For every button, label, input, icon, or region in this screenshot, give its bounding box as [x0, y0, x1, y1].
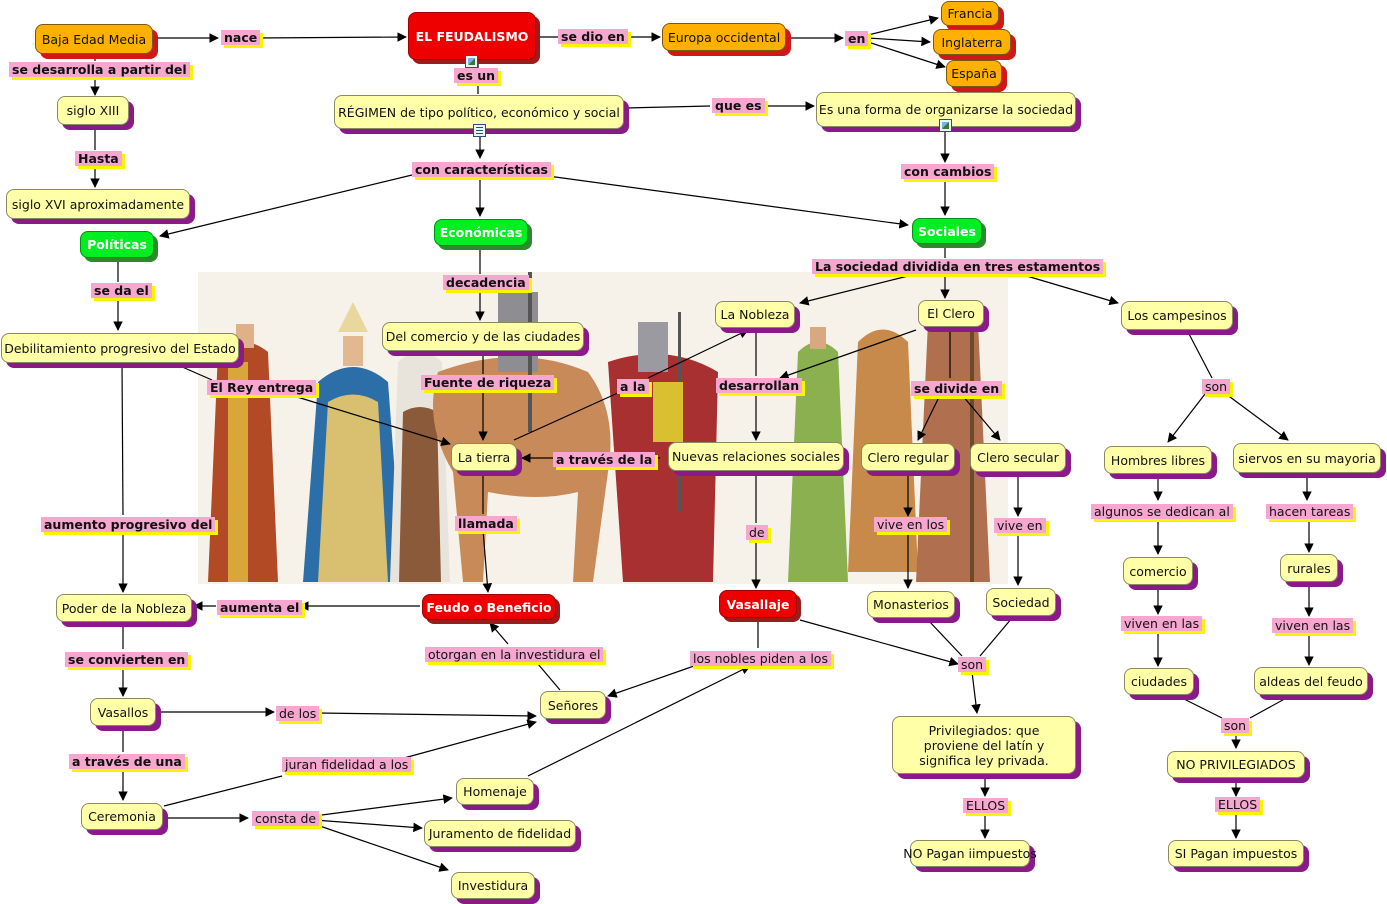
- link-label-llamada: llamada: [455, 516, 517, 531]
- concept-el-feudalismo[interactable]: EL FEUDALISMO: [408, 12, 536, 60]
- concept-los-campesinos[interactable]: Los campesinos: [1121, 301, 1233, 330]
- concept-clero-regular[interactable]: Clero regular: [861, 443, 955, 471]
- link-label-son-no-privilegiados: son: [1221, 718, 1249, 733]
- concept-espana[interactable]: España: [946, 60, 1002, 87]
- link-label-de-los: de los: [276, 706, 319, 721]
- link-label-se-desarrolla: se desarrolla a partir del: [9, 62, 190, 77]
- concept-vasallaje[interactable]: Vasallaje: [719, 590, 797, 618]
- link-label-se-convierten-en: se convierten en: [65, 652, 188, 667]
- link-label-algunos-se-dedican: algunos se dedican al: [1091, 504, 1233, 519]
- concept-politicas[interactable]: Políticas: [80, 231, 154, 258]
- link-label-se-dio-en: se dio en: [558, 29, 628, 44]
- link-label-sociedad-dividida: La sociedad dividida en tres estamentos: [812, 259, 1103, 274]
- concept-sociedad[interactable]: Sociedad: [986, 588, 1056, 616]
- link-label-con-cambios: con cambios: [901, 164, 994, 179]
- concept-aldeas-feudo[interactable]: aldeas del feudo: [1254, 667, 1368, 695]
- link-label-nace: nace: [221, 30, 260, 45]
- concept-debilitamiento[interactable]: Debilitamiento progresivo del Estado: [1, 333, 239, 363]
- concept-ceremonia[interactable]: Ceremonia: [81, 803, 163, 830]
- link-label-fuente-riqueza: Fuente de riqueza: [421, 375, 554, 390]
- link-label-a-la: a la: [617, 379, 649, 394]
- concept-baja-edad-media[interactable]: Baja Edad Media: [35, 24, 153, 54]
- link-label-viven-en-las-aldeas: viven en las: [1272, 618, 1353, 633]
- image-resource-icon[interactable]: [939, 119, 952, 132]
- link-label-de: de: [746, 525, 768, 540]
- concept-monasterios[interactable]: Monasterios: [867, 591, 955, 618]
- link-label-a-traves-de-la: a través de la: [553, 452, 655, 467]
- concept-poder-nobleza[interactable]: Poder de la Nobleza: [56, 594, 192, 622]
- link-label-con-caracteristicas: con características: [412, 162, 551, 177]
- link-label-en: en: [845, 31, 868, 46]
- link-label-se-divide-en: se divide en: [911, 381, 1002, 396]
- link-label-viven-en-las-ciudades: viven en las: [1121, 616, 1202, 631]
- link-label-desarrollan: desarrollan: [716, 378, 802, 393]
- concept-rurales[interactable]: rurales: [1280, 554, 1338, 582]
- link-label-hacen-tareas: hacen tareas: [1266, 504, 1353, 519]
- concept-hombres-libres[interactable]: Hombres libres: [1104, 446, 1212, 474]
- document-resource-icon[interactable]: [473, 124, 486, 137]
- link-label-aumento-progresivo: aumento progresivo del: [41, 517, 215, 532]
- concept-siervos[interactable]: siervos en su mayoria: [1233, 443, 1381, 473]
- concept-europa-occidental[interactable]: Europa occidental: [662, 23, 786, 51]
- link-label-el-rey-entrega: El Rey entrega: [207, 380, 316, 395]
- concept-vasallos[interactable]: Vasallos: [90, 698, 156, 726]
- concept-no-privilegiados[interactable]: NO PRIVILEGIADOS: [1167, 751, 1305, 778]
- concept-la-nobleza[interactable]: La Nobleza: [715, 301, 795, 328]
- concept-senores[interactable]: Señores: [540, 691, 606, 719]
- link-label-es-un: es un: [454, 68, 498, 83]
- link-label-a-traves-de-una: a través de una: [69, 754, 185, 769]
- link-label-decadencia: decadencia: [443, 275, 529, 290]
- concept-ciudades[interactable]: ciudades: [1124, 668, 1194, 695]
- link-label-se-da-el: se da el: [91, 283, 152, 298]
- link-label-nobles-piden: los nobles piden a los: [690, 651, 831, 666]
- concept-juramento-fidelidad[interactable]: Juramento de fidelidad: [424, 820, 576, 847]
- link-label-otorgan-investidura: otorgan en la investidura el: [425, 647, 603, 662]
- concept-la-tierra[interactable]: La tierra: [451, 443, 517, 471]
- link-label-son-campesinos: son: [1202, 379, 1230, 394]
- concept-siglo-xvi[interactable]: siglo XVI aproximadamente: [6, 189, 190, 219]
- concept-nuevas-relaciones[interactable]: Nuevas relaciones sociales: [668, 442, 844, 471]
- link-label-consta-de: consta de: [252, 811, 319, 826]
- link-label-aumenta-el: aumenta el: [217, 600, 302, 615]
- link-label-hasta: Hasta: [75, 151, 122, 166]
- link-label-vive-en-los: vive en los: [874, 517, 947, 532]
- concept-no-pagan-impuestos[interactable]: NO Pagan iimpuestos: [910, 840, 1030, 867]
- concept-homenaje[interactable]: Homenaje: [456, 778, 534, 805]
- concept-investidura[interactable]: Investidura: [451, 872, 535, 899]
- link-label-ellos-privilegiados: ELLOS: [963, 798, 1008, 813]
- link-label-ellos-no-privilegiados: ELLOS: [1215, 797, 1260, 812]
- concept-inglaterra[interactable]: Inglaterra: [933, 29, 1011, 55]
- link-label-vive-en: vive en: [994, 518, 1046, 533]
- concept-francia[interactable]: Francia: [941, 1, 999, 26]
- link-label-juran-fidelidad: juran fidelidad a los: [282, 757, 411, 772]
- concept-feudo-beneficio[interactable]: Feudo o Beneficio: [422, 594, 556, 620]
- concept-comercio[interactable]: comercio: [1123, 557, 1193, 585]
- concept-clero-secular[interactable]: Clero secular: [970, 443, 1066, 472]
- concept-sociales[interactable]: Sociales: [912, 218, 982, 244]
- concept-el-clero[interactable]: El Clero: [918, 300, 984, 327]
- concept-privilegiados[interactable]: Privilegiados: que proviene del latín y …: [892, 716, 1076, 774]
- concept-comercio-ciudades[interactable]: Del comercio y de las ciudades: [382, 322, 584, 351]
- concept-economicas[interactable]: Económicas: [434, 219, 528, 246]
- image-resource-icon[interactable]: [465, 55, 478, 68]
- concept-si-pagan-impuestos[interactable]: SI Pagan impuestos: [1168, 840, 1304, 867]
- link-label-que-es: que es: [712, 98, 765, 113]
- link-label-son-privilegiados: son: [958, 657, 986, 672]
- medieval-figures-illustration: [198, 272, 1008, 584]
- concept-siglo-xiii[interactable]: siglo XIII: [57, 96, 129, 125]
